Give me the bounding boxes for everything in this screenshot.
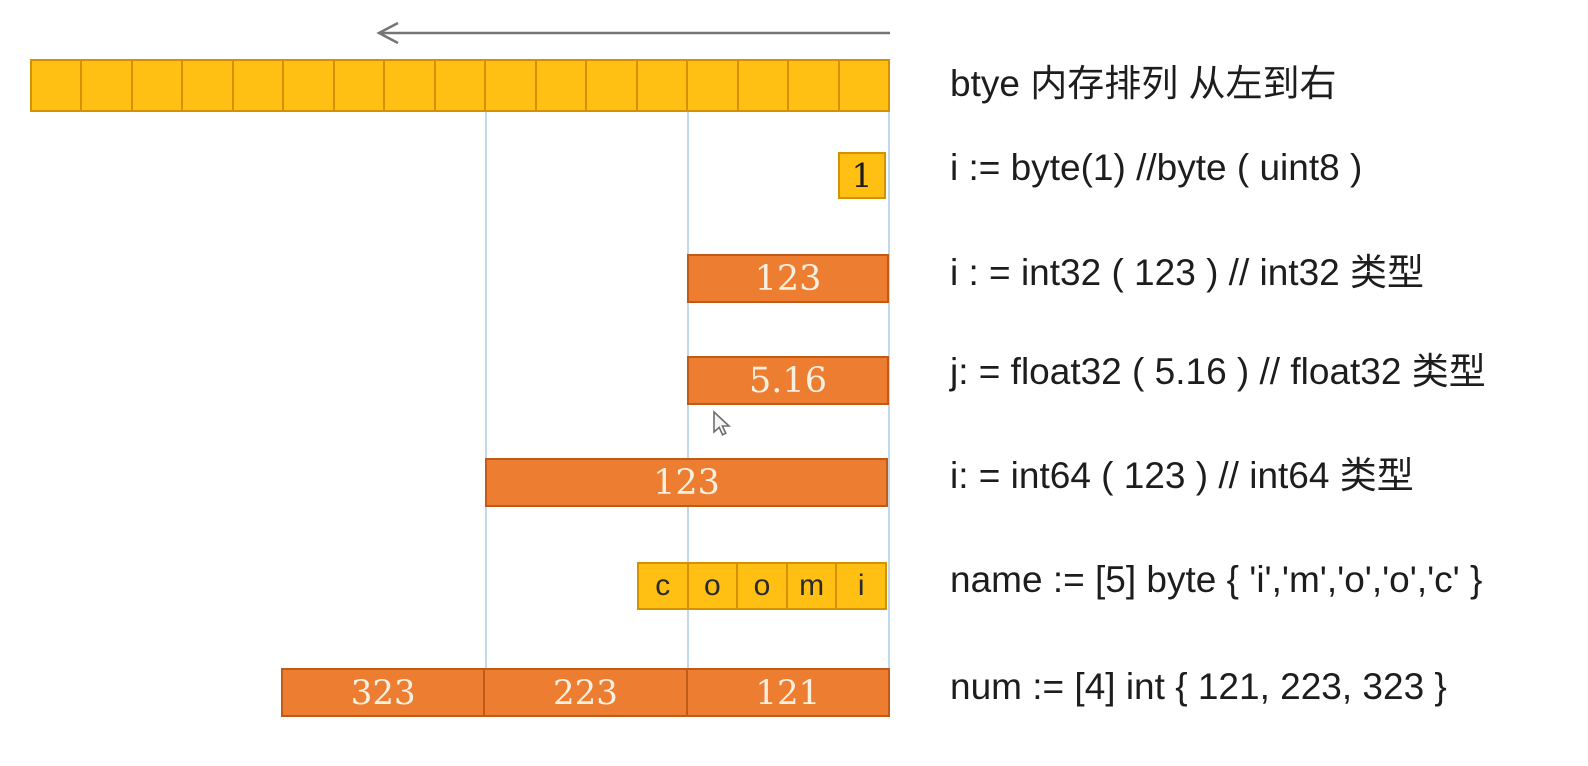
int64-value-label: 123 bbox=[653, 462, 720, 503]
byte-memory-cell bbox=[383, 59, 436, 112]
float32-value-bar: 5.16 bbox=[687, 356, 889, 405]
byte-memory-cell bbox=[585, 59, 638, 112]
byte-memory-cell bbox=[181, 59, 234, 112]
num-array-row: 323 223 121 bbox=[281, 668, 890, 717]
float32-value-label: 5.16 bbox=[749, 360, 827, 401]
name-cell-label: o bbox=[753, 569, 771, 602]
byte-memory-cell bbox=[484, 59, 537, 112]
mouse-cursor-icon bbox=[713, 410, 732, 436]
byte-memory-cell bbox=[282, 59, 335, 112]
byte-memory-cell bbox=[30, 59, 83, 112]
byte-memory-cell bbox=[80, 59, 133, 112]
byte-memory-cell bbox=[635, 59, 689, 112]
byte-value-cell: 1 bbox=[838, 152, 886, 199]
annotation-num-array-decl: num := [4] int { 121, 223, 323 } bbox=[950, 666, 1447, 707]
num-array-cell: 223 bbox=[483, 668, 688, 717]
num-cell-label: 223 bbox=[553, 672, 618, 713]
annotation-byte-order: btye 内存排列 从左到右 bbox=[950, 63, 1337, 104]
byte-memory-cell bbox=[433, 59, 487, 112]
left-arrow-icon bbox=[376, 21, 890, 45]
num-array-cell: 323 bbox=[281, 668, 486, 717]
num-cell-label: 121 bbox=[755, 672, 821, 713]
int64-value-bar: 123 bbox=[485, 458, 888, 507]
name-cell-label: m bbox=[799, 569, 825, 602]
name-array-cell: m bbox=[785, 562, 838, 610]
byte-memory-cell bbox=[534, 59, 588, 112]
name-cell-label: i bbox=[857, 569, 865, 602]
name-array-cell: c bbox=[637, 562, 689, 610]
byte-memory-cell bbox=[736, 59, 790, 112]
byte-memory-strip bbox=[30, 59, 890, 112]
name-array-cell: o bbox=[736, 562, 788, 610]
annotation-int64-decl: i: = int64 ( 123 ) // int64 类型 bbox=[950, 455, 1414, 496]
int32-value-bar: 123 bbox=[687, 254, 889, 303]
byte-memory-cell bbox=[231, 59, 285, 112]
byte-memory-cell bbox=[130, 59, 184, 112]
byte-memory-cell bbox=[837, 59, 890, 112]
annotation-byte-decl: i := byte(1) //byte ( uint8 ) bbox=[950, 147, 1363, 188]
num-cell-label: 323 bbox=[350, 672, 416, 713]
name-cell-label: c bbox=[655, 569, 671, 602]
annotation-name-array-decl: name := [5] byte { 'i','m','o','o','c' } bbox=[950, 559, 1483, 600]
annotation-int32-decl: i : = int32 ( 123 ) // int32 类型 bbox=[950, 252, 1425, 293]
name-array-cell: o bbox=[686, 562, 739, 610]
guide-line-right bbox=[888, 112, 890, 669]
name-array-row: c o o m i bbox=[637, 562, 887, 610]
byte-memory-cell bbox=[332, 59, 386, 112]
byte-value-label: 1 bbox=[851, 156, 873, 195]
name-cell-label: o bbox=[704, 569, 721, 602]
byte-memory-cell bbox=[686, 59, 739, 112]
annotation-float32-decl: j: = float32 ( 5.16 ) // float32 类型 bbox=[950, 351, 1486, 392]
int32-value-label: 123 bbox=[754, 258, 822, 299]
guide-line-left bbox=[485, 112, 487, 669]
name-array-cell: i bbox=[835, 562, 887, 610]
byte-memory-cell bbox=[787, 59, 840, 112]
num-array-cell: 121 bbox=[685, 668, 890, 717]
